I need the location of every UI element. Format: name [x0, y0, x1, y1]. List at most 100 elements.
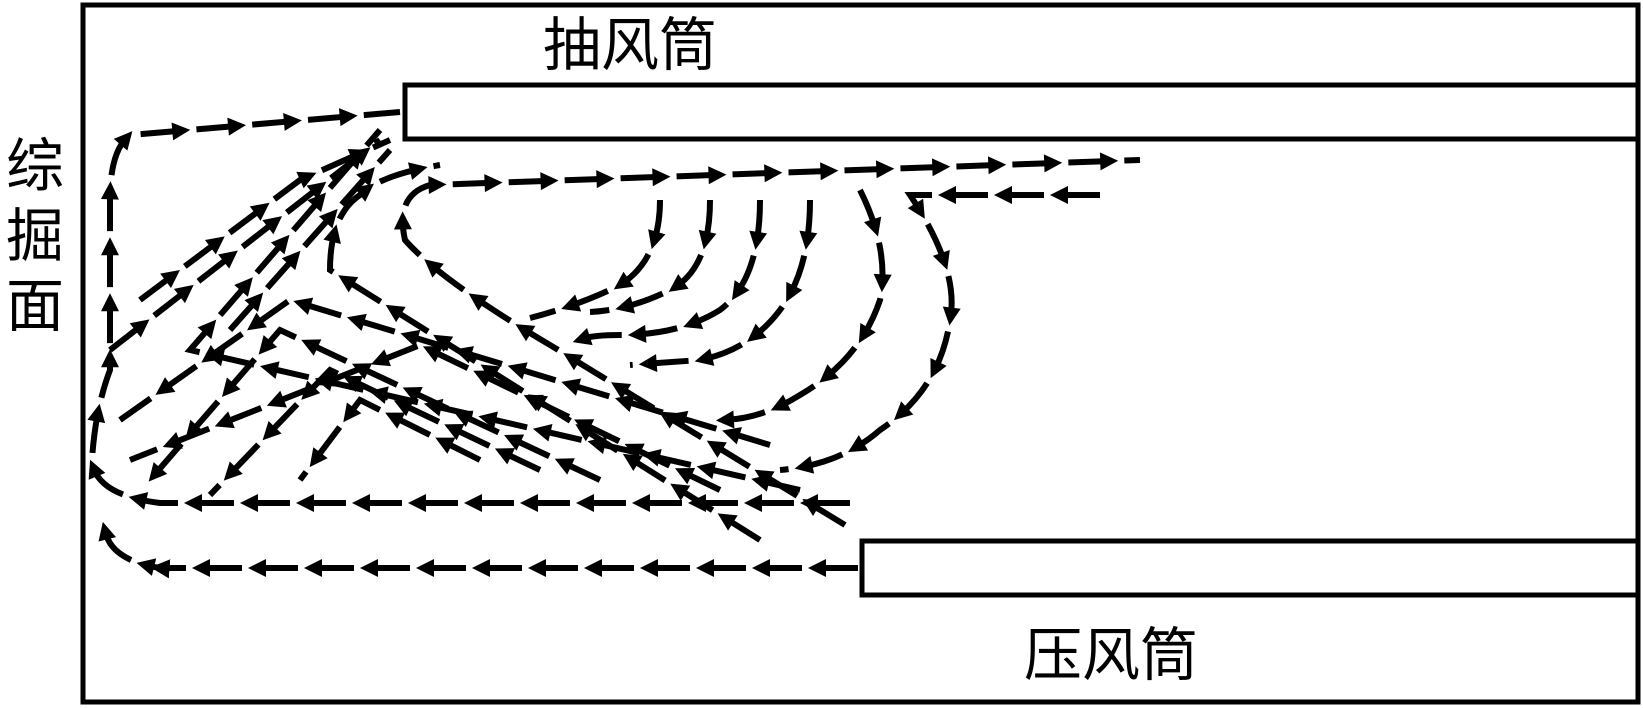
- arrowhead: [752, 559, 770, 577]
- arrowhead: [400, 329, 421, 348]
- arrowhead: [98, 521, 117, 542]
- arrowhead: [864, 216, 882, 237]
- arrowhead: [454, 346, 474, 364]
- arrowhead: [113, 131, 133, 151]
- arrowhead: [615, 296, 636, 314]
- arrowhead: [87, 403, 106, 424]
- arrowhead: [248, 559, 266, 577]
- arrowhead: [408, 494, 426, 512]
- arrowhead: [584, 559, 602, 577]
- arrowhead: [249, 202, 270, 221]
- arrowhead: [624, 443, 645, 460]
- arrowhead: [468, 293, 489, 311]
- arrowhead: [162, 432, 183, 449]
- arrowhead: [715, 410, 735, 429]
- arrowhead: [938, 186, 956, 204]
- arrowhead: [318, 208, 338, 229]
- arrowhead: [88, 459, 106, 480]
- arrowhead: [354, 183, 374, 202]
- arrowhead: [307, 192, 327, 213]
- arrowhead: [722, 427, 742, 445]
- arrowhead: [301, 339, 322, 356]
- flow-path: [138, 137, 392, 303]
- arrowhead: [587, 436, 608, 455]
- arrowhead: [444, 424, 465, 441]
- arrowhead: [100, 181, 119, 200]
- arrowhead: [764, 164, 783, 183]
- arrowhead: [129, 319, 150, 338]
- arrowhead: [352, 494, 370, 512]
- arrowhead: [262, 421, 282, 441]
- arrowhead: [698, 229, 717, 250]
- arrowhead: [515, 324, 536, 342]
- arrowhead: [596, 170, 615, 189]
- arrowhead: [296, 171, 317, 189]
- arrowhead: [246, 312, 267, 331]
- arrowhead: [799, 230, 818, 250]
- arrowhead: [214, 411, 235, 429]
- working-face-label: 综掘面: [6, 132, 64, 340]
- arrowhead: [1099, 152, 1119, 171]
- flow-path: [118, 296, 771, 448]
- arrowhead: [858, 323, 876, 344]
- arrowhead: [160, 269, 180, 288]
- arrowhead: [148, 462, 168, 482]
- arrowhead: [873, 273, 892, 293]
- arrowhead: [346, 313, 367, 332]
- arrowhead: [642, 448, 662, 467]
- arrowhead: [343, 402, 362, 423]
- arrowhead: [694, 348, 715, 366]
- arrowhead: [484, 174, 503, 193]
- exhaust-duct-label: 抽风筒: [543, 11, 717, 79]
- arrowhead: [1050, 186, 1068, 204]
- arrowhead: [408, 162, 428, 180]
- arrowhead: [370, 349, 391, 367]
- arrowhead: [907, 198, 925, 219]
- flow-path: [88, 109, 850, 506]
- arrowhead: [744, 494, 762, 512]
- arrowhead: [731, 280, 750, 301]
- arrowhead: [808, 559, 826, 577]
- arrowhead: [520, 494, 538, 512]
- arrowhead: [770, 394, 791, 411]
- arrowhead: [464, 494, 482, 512]
- exhaust-duct: [402, 82, 1641, 142]
- arrowhead: [670, 483, 691, 501]
- arrowhead: [930, 357, 947, 379]
- arrowhead: [751, 474, 771, 492]
- arrowhead: [717, 513, 738, 531]
- flow-path: [326, 162, 762, 543]
- arrowhead: [424, 259, 444, 278]
- arrowhead: [197, 319, 217, 340]
- arrowhead: [574, 419, 595, 436]
- arrowhead: [155, 377, 176, 395]
- arrowhead: [185, 419, 204, 440]
- arrowhead: [416, 559, 434, 577]
- arrowhead: [360, 559, 378, 577]
- pressure-duct-label: 压风筒: [1024, 621, 1198, 689]
- arrowhead: [611, 382, 632, 400]
- arrowhead: [504, 434, 525, 451]
- arrowhead: [393, 399, 414, 417]
- flow-path: [578, 199, 763, 343]
- arrowhead: [696, 559, 714, 577]
- arrowhead: [244, 292, 264, 313]
- arrowhead: [184, 494, 202, 512]
- arrowhead: [343, 375, 364, 393]
- arrowhead: [433, 334, 454, 352]
- arrowhead: [674, 468, 696, 485]
- arrowhead: [749, 230, 768, 250]
- arrowhead: [296, 494, 314, 512]
- arrowhead: [260, 361, 280, 379]
- arrowhead: [708, 166, 727, 185]
- flow-path: [207, 366, 542, 498]
- arrowhead: [347, 149, 368, 166]
- arrowhead: [613, 271, 634, 290]
- arrowhead: [173, 284, 194, 304]
- arrowhead: [351, 363, 373, 380]
- arrowhead: [652, 168, 671, 187]
- arrowhead: [101, 349, 119, 368]
- arrowhead: [554, 458, 575, 475]
- arrowhead: [293, 297, 314, 315]
